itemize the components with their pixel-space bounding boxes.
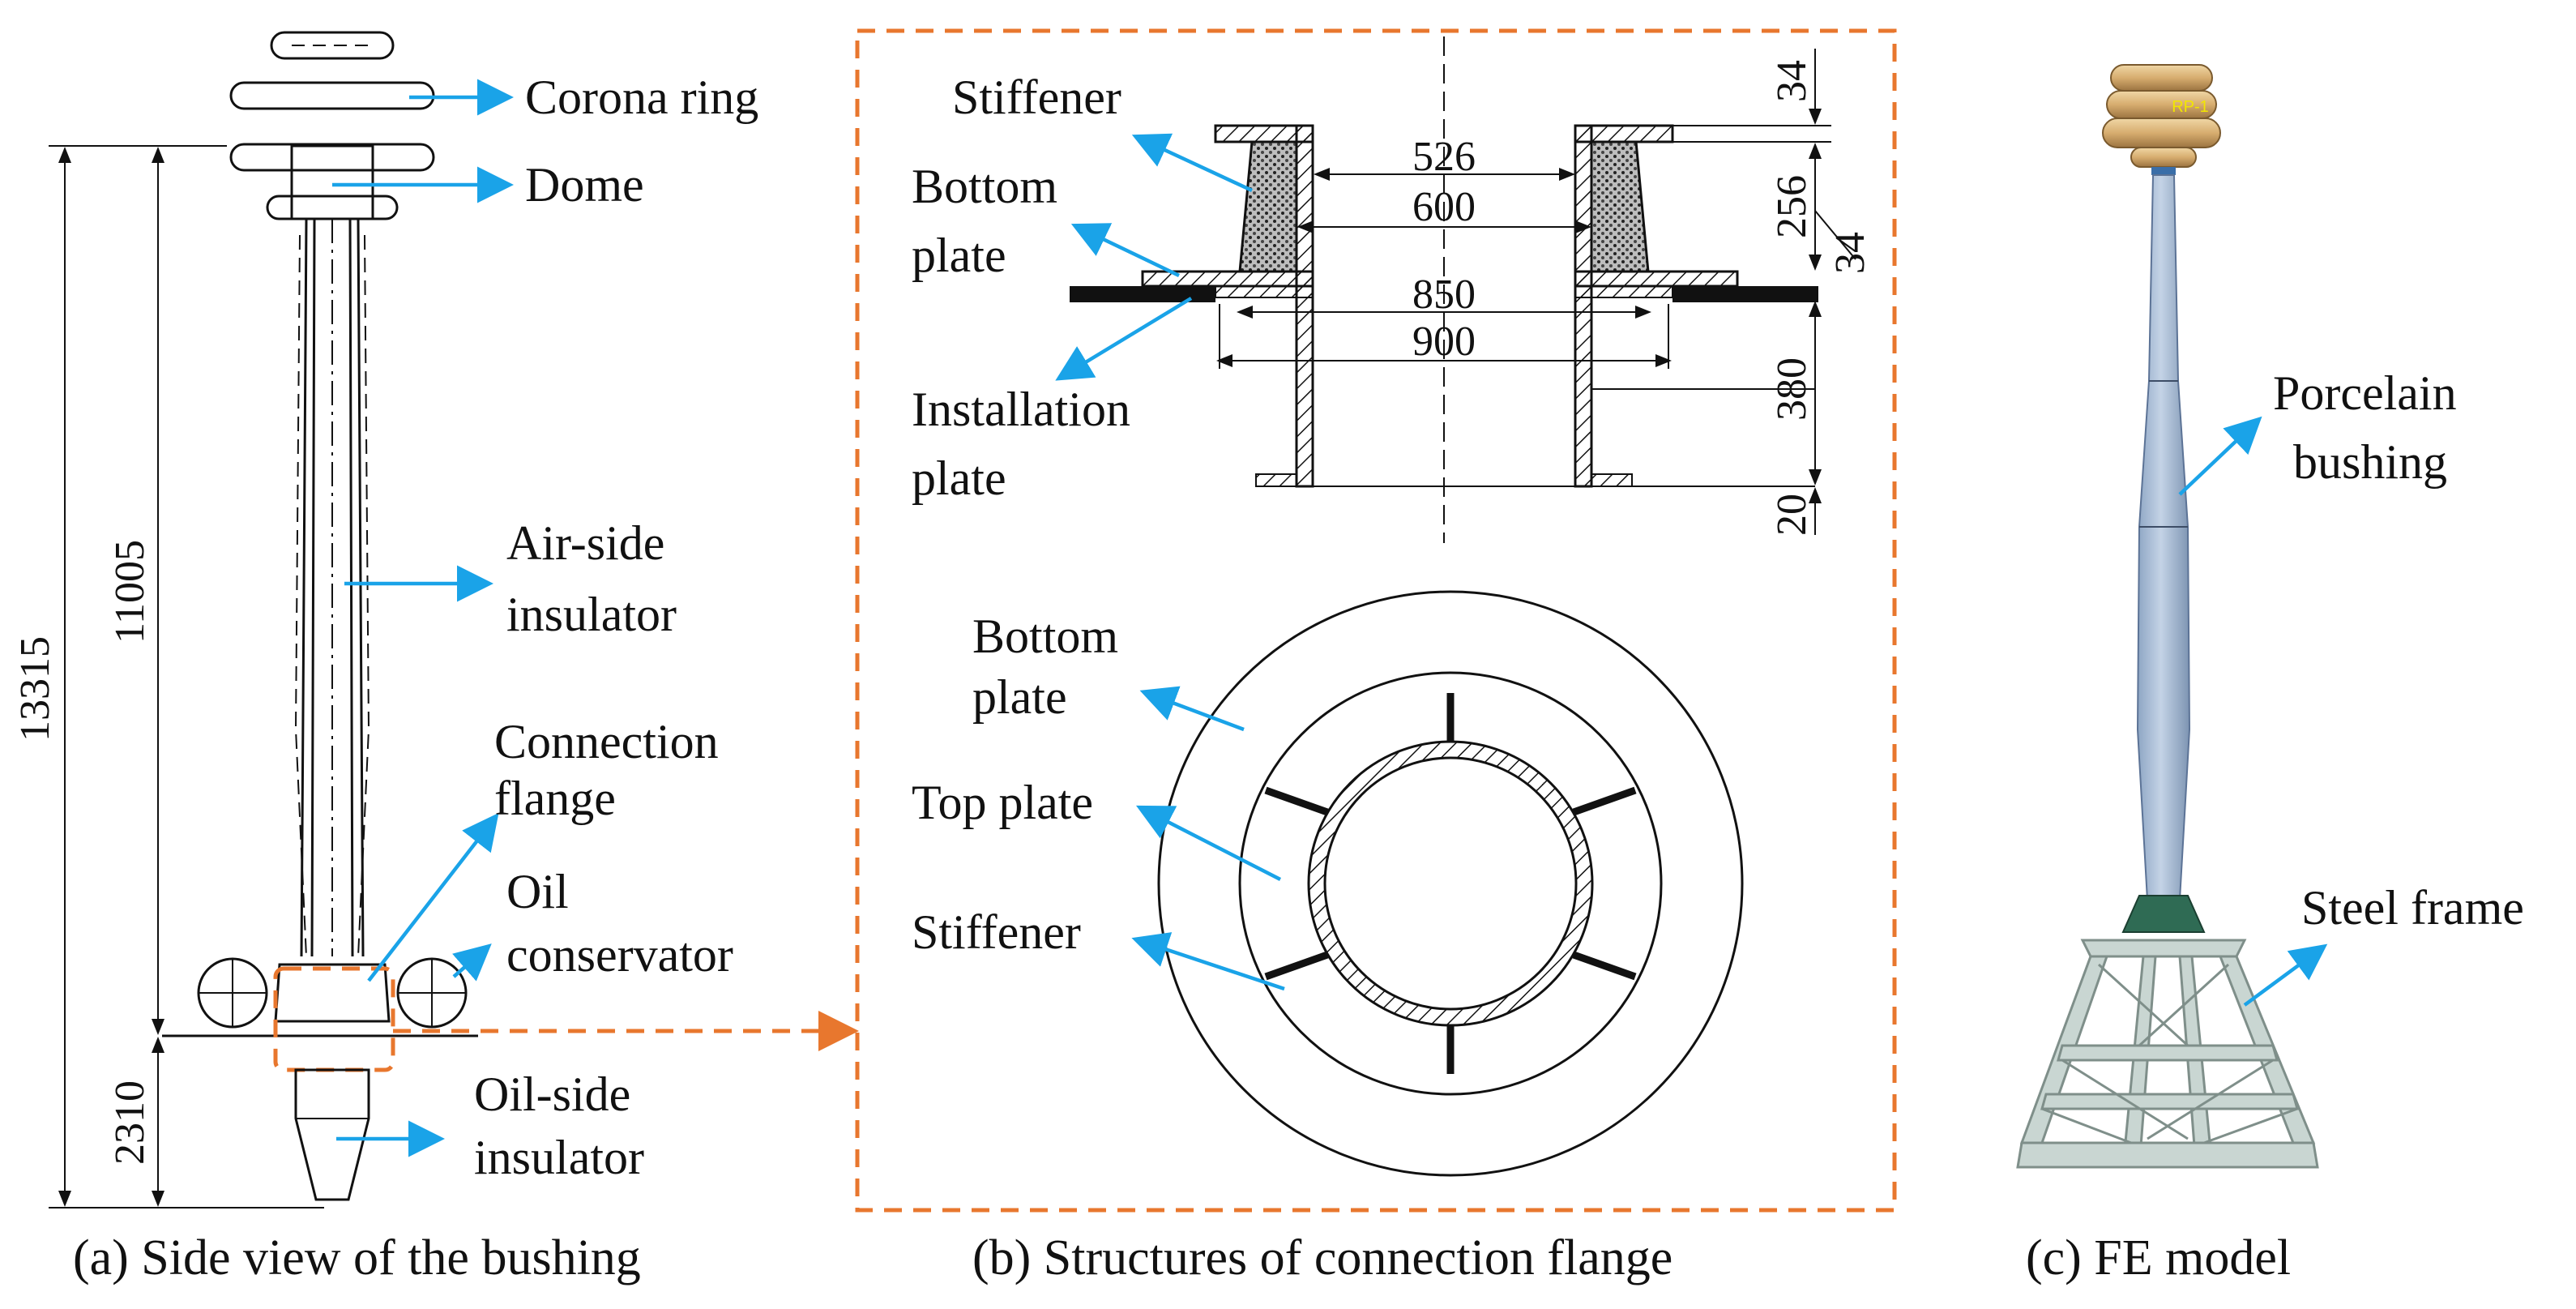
dome-drawing: [290, 144, 374, 220]
fe-steel-frame: [2016, 939, 2319, 1169]
dim-850: 850: [1412, 272, 1476, 318]
leaders-a: [332, 79, 514, 1157]
label-dome: Dome: [525, 158, 644, 212]
connection-flange-drawing: [162, 957, 478, 1072]
dim-v34-mid: 34: [1827, 232, 1873, 274]
dimension-lines-a: [49, 145, 324, 1208]
label-installation-2: plate: [912, 451, 1006, 505]
leaders-b: [1055, 133, 1285, 991]
fe-porcelain-bushing: [2136, 174, 2191, 900]
label-bottom-plate-1: Bottom: [912, 160, 1057, 213]
label-oil-cons-2: conservator: [506, 928, 733, 982]
label-bottom-plate-b1: Bottom: [972, 610, 1118, 663]
highlight-box-small: [273, 966, 395, 1072]
label-corona-ring: Corona ring: [525, 71, 758, 124]
label-oil-side-1: Oil-side: [474, 1067, 630, 1121]
flange-section-view: [1070, 36, 1856, 543]
panel-a-side-view: 13315 11005 2310 Corona ring Dome Air-si…: [12, 31, 859, 1285]
label-connection-1: Connection: [494, 715, 719, 768]
dim-lower: 2310: [107, 1080, 153, 1165]
caption-b: (b) Structures of connection flange: [972, 1230, 1672, 1285]
dim-v380: 380: [1769, 357, 1815, 421]
label-air-side-2: insulator: [506, 588, 677, 641]
oil-side-insulator-drawing: [294, 1068, 370, 1201]
dim-900: 900: [1412, 319, 1476, 365]
panel-b-flange: 526 600 850 900 34 256 34 380 20: [855, 28, 1897, 1285]
leaders-c: [2178, 416, 2328, 1007]
label-top-plate: Top plate: [912, 776, 1093, 829]
label-oil-side-2: insulator: [474, 1131, 644, 1184]
air-side-insulator-drawing: [294, 218, 370, 957]
label-bottom-plate-2: plate: [912, 229, 1006, 282]
fe-flange: [2121, 895, 2206, 933]
label-stiffener-bottom: Stiffener: [912, 905, 1081, 959]
dim-total: 13315: [12, 636, 58, 742]
dim-upper: 11005: [107, 540, 153, 644]
panel-c-fe-model: RP-1 Porcelain: [2016, 64, 2524, 1285]
fe-cap: [2151, 167, 2176, 175]
dim-600: 600: [1412, 184, 1476, 230]
caption-a: (a) Side view of the bushing: [73, 1230, 641, 1285]
fe-corona-rings: RP-1: [2102, 64, 2221, 168]
label-steel-frame: Steel frame: [2301, 881, 2524, 935]
corona-ring-drawing: [229, 31, 435, 220]
dim-526: 526: [1412, 134, 1476, 180]
label-stiffener-top: Stiffener: [952, 71, 1121, 124]
rp-label: RP-1: [2172, 98, 2209, 116]
dim-v256: 256: [1769, 175, 1815, 238]
dim-v20: 20: [1769, 494, 1815, 536]
caption-c: (c) FE model: [2026, 1230, 2291, 1285]
label-bottom-plate-b2: plate: [972, 670, 1067, 724]
label-oil-cons-1: Oil: [506, 865, 569, 918]
dim-v34-top: 34: [1769, 60, 1815, 102]
label-porcelain-1: Porcelain: [2273, 366, 2457, 420]
label-connection-2: flange: [494, 772, 616, 825]
label-porcelain-2: bushing: [2293, 435, 2447, 489]
label-installation-1: Installation: [912, 383, 1130, 436]
flange-plan-view: [1157, 590, 1744, 1177]
label-air-side-1: Air-side: [506, 516, 664, 570]
